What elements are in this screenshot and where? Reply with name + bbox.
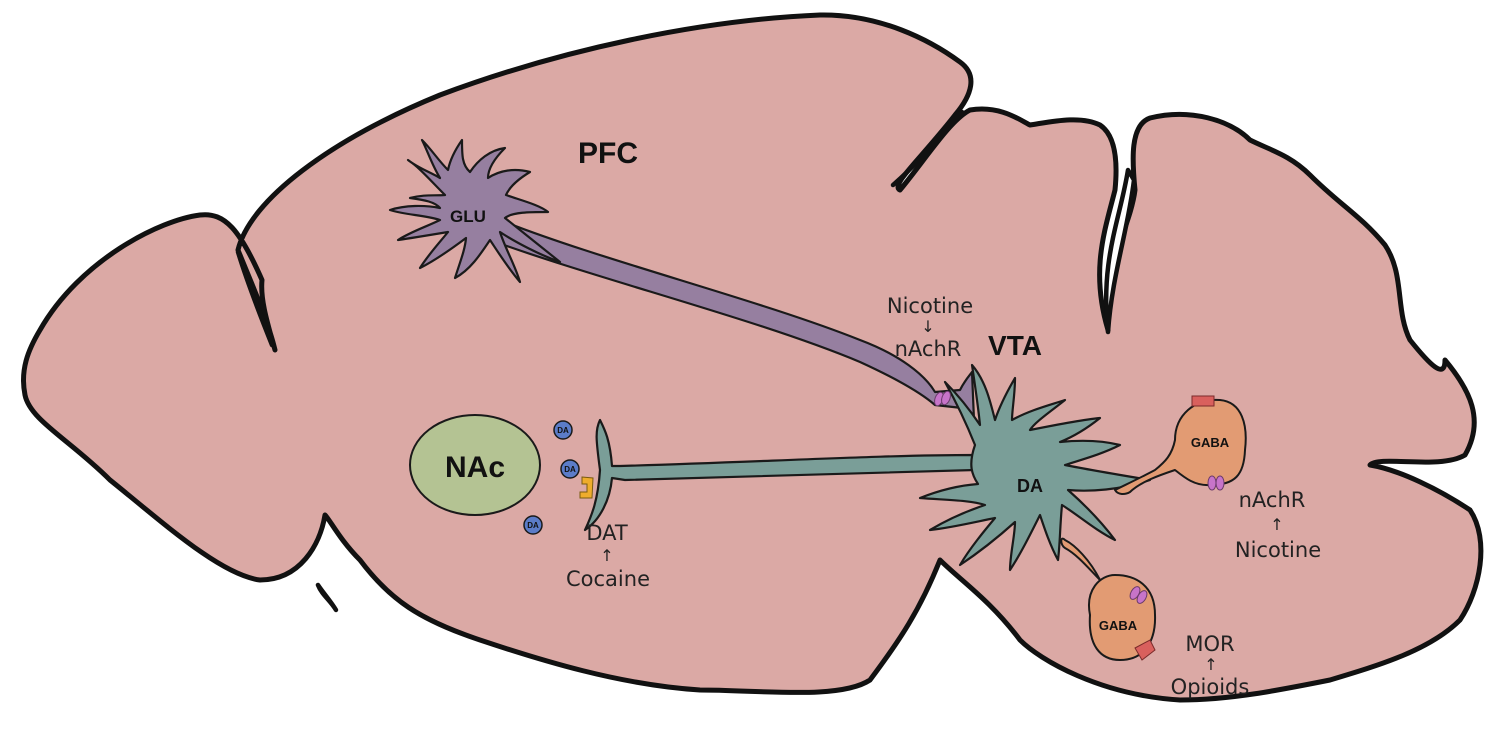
mor-receptor-upper — [1191, 395, 1215, 407]
gaba-lower-label: GABA — [1099, 618, 1138, 633]
svg-text:DA: DA — [557, 426, 569, 435]
sulcus-mid — [890, 109, 965, 188]
gaba-upper-body — [1114, 398, 1247, 496]
dat-arrow-up-icon: ↑ — [600, 546, 613, 565]
gaba-neuron-upper — [1114, 395, 1247, 496]
da-label: DA — [1017, 476, 1043, 496]
dat-label: DAT — [586, 521, 628, 545]
sulcus-front — [235, 249, 275, 348]
pfc-label: PFC — [578, 137, 638, 170]
sulcus-back — [1103, 167, 1137, 335]
svg-text:DA: DA — [527, 521, 539, 530]
vta-nachr-label: nAchR — [895, 337, 962, 361]
dat-transporter — [579, 476, 594, 499]
sulcus-bottom — [315, 582, 339, 613]
nachr-receptor-upper-1 — [1207, 475, 1217, 491]
da-molecule: DA — [560, 459, 580, 479]
opioids-label: Opioids — [1171, 675, 1250, 699]
svg-text:DA: DA — [564, 465, 576, 474]
vta-arrow-down-icon: ↓ — [921, 317, 934, 336]
nac-region — [409, 414, 541, 516]
da-molecule: DA — [553, 420, 573, 440]
gaba-nachr-label: nAchR — [1239, 488, 1306, 512]
da-soma — [918, 363, 1152, 572]
vta-nicotine-label: Nicotine — [887, 294, 973, 318]
nachr-receptor-vta-2 — [941, 390, 951, 406]
nachr-receptor-upper-2 — [1215, 475, 1225, 491]
mor-arrow-up-icon: ↑ — [1204, 655, 1217, 674]
brain-outline — [20, 12, 1484, 703]
da-molecule: DA — [523, 515, 543, 535]
nachr-receptor-lower-2 — [1136, 590, 1148, 604]
gaba-nicotine-arrow-up-icon: ↑ — [1270, 515, 1283, 534]
glu-soma — [388, 138, 562, 284]
mor-receptor-lower — [1134, 639, 1156, 661]
gaba-upper-label: GABA — [1191, 435, 1230, 450]
da-neuron — [583, 363, 1152, 572]
gaba-lower-body — [1060, 537, 1157, 661]
vta-label: VTA — [988, 330, 1042, 361]
gaba-neuron-lower — [1060, 537, 1157, 661]
glu-label: GLU — [450, 207, 486, 226]
gaba-nicotine-label: Nicotine — [1235, 538, 1321, 562]
mor-label: MOR — [1185, 632, 1234, 656]
cocaine-label: Cocaine — [566, 567, 650, 591]
nac-label: NAc — [445, 451, 505, 484]
da-axon — [583, 418, 977, 532]
